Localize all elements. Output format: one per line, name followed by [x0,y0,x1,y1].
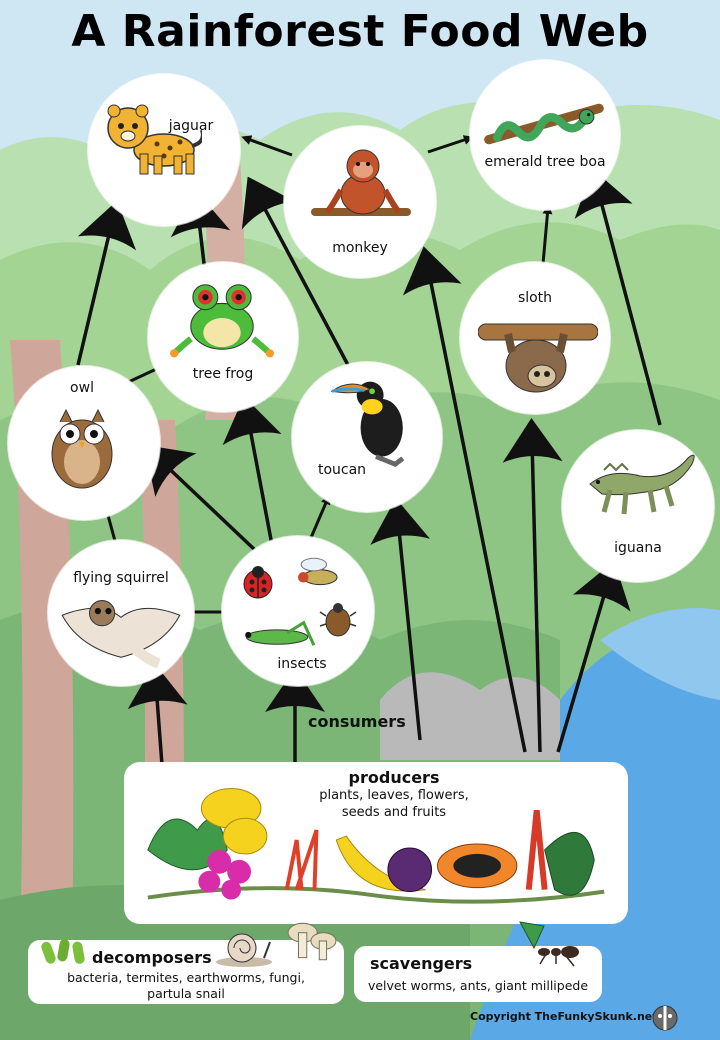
copyright-text: Copyright TheFunkySkunk.net [470,1010,658,1023]
producers-line2: seeds and fruits [341,805,447,820]
node-sloth: sloth [460,262,610,414]
skunk-logo-icon [652,1005,678,1031]
label-emerald-tree-boa: emerald tree boa [484,154,606,170]
toucan-icon [330,381,405,467]
frog-icon [170,284,274,358]
consumers-label: consumers [308,712,406,731]
node-toucan: toucan [292,362,442,512]
label-flying-squirrel: flying squirrel [73,570,169,586]
node-jaguar: jaguar [88,74,240,226]
grasshopper-icon [245,620,316,646]
scavengers-line1: velvet worms, ants, giant millipede [367,978,589,993]
scavengers-box: scavengers velvet worms, ants, giant mil… [354,921,602,1002]
plants-fruits-icon [147,787,605,904]
ladybug-icon [243,566,273,599]
label-toucan: toucan [317,462,367,478]
snake-icon [484,103,604,145]
node-tree-frog: tree frog [148,262,298,412]
label-jaguar: jaguar [168,118,214,134]
bacteria-icon [41,939,85,964]
node-iguana: iguana [562,430,714,582]
mushroom-icon [287,922,337,961]
jaguar-icon [107,104,202,175]
scavengers-heading: scavengers [370,954,473,973]
label-owl: owl [70,380,94,396]
producers-heading: producers [348,768,440,787]
node-flying-squirrel: flying squirrel [48,540,194,686]
owl-icon [51,408,113,489]
producers-line1: plants, leaves, flowers, [319,788,469,803]
node-emerald-tree-boa: emerald tree boa [470,60,620,210]
node-insects: insects [222,536,374,686]
snail-icon [216,933,272,967]
page-title: A Rainforest Food Web [71,6,649,57]
producers-box: producers plants, leaves, flowers, seeds… [124,762,628,924]
beetle-icon [319,603,357,637]
label-iguana: iguana [614,540,662,556]
decomposers-box: decomposers bacteria, termites, earthwor… [28,922,344,1004]
monkey-icon [311,149,411,216]
node-owl: owl [8,366,160,520]
iguana-icon [589,454,695,515]
decomposers-line1: bacteria, termites, earthworms, fungi, [67,970,305,985]
node-monkey: monkey [284,126,436,278]
decomposers-heading: decomposers [92,948,212,967]
label-insects: insects [277,656,327,672]
decomposers-line2: partula snail [147,986,225,1001]
label-tree-frog: tree frog [192,366,254,382]
fly-icon [298,557,338,586]
ant-icon [519,921,579,967]
label-sloth: sloth [517,290,553,306]
sloth-icon [478,323,598,393]
label-monkey: monkey [332,240,388,256]
flying-squirrel-icon [61,600,181,668]
